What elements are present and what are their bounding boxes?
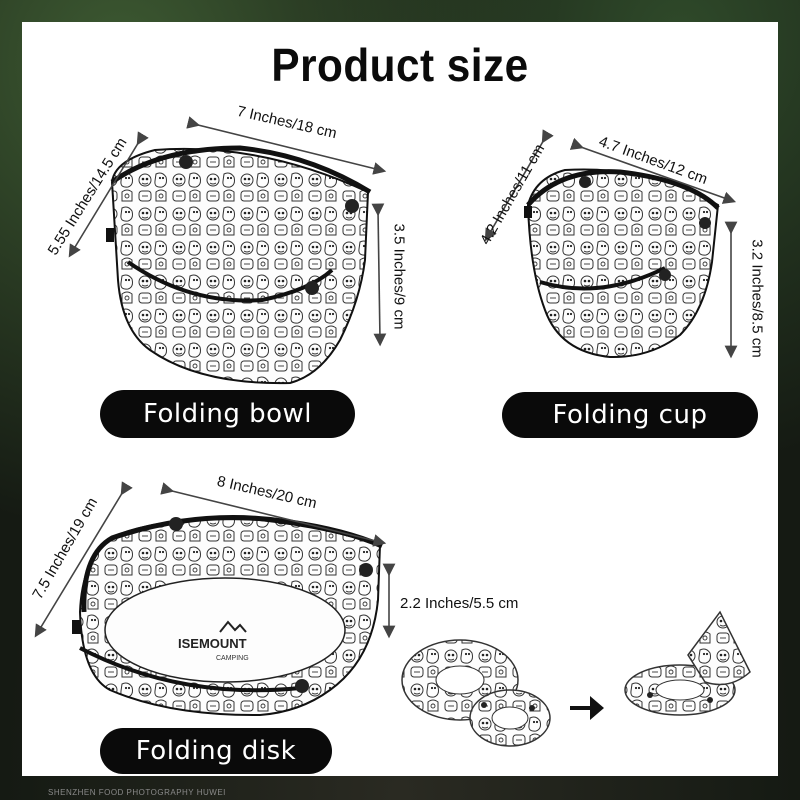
disk-height-label: 2.2 Inches/5.5 cm xyxy=(400,595,519,612)
folding-bowl-label: Folding bowl xyxy=(100,390,355,438)
folding-cup-label: Folding cup xyxy=(502,392,758,438)
flat-disk-pieces xyxy=(401,639,551,747)
arrow-right-icon xyxy=(570,696,604,720)
bowl-height-label: 3.5 Inches/9 cm xyxy=(390,223,408,330)
footer-credit: SHENZHEN FOOD PHOTOGRAPHY HUWEI xyxy=(48,788,226,797)
assembled-cup-image xyxy=(624,610,751,716)
svg-text:ISEMOUNT: ISEMOUNT xyxy=(178,636,247,651)
folding-disk-label: Folding disk xyxy=(100,728,332,774)
cup-height-label: 3.2 Inches/8.5 cm xyxy=(748,239,766,358)
folding-disk-image: ISEMOUNT CAMPING xyxy=(72,515,383,717)
folding-bowl-image xyxy=(106,145,372,385)
svg-text:CAMPING: CAMPING xyxy=(216,655,249,662)
folding-cup-image xyxy=(524,168,720,359)
dimension-arrows xyxy=(34,116,738,639)
page-title: Product size xyxy=(271,39,529,91)
